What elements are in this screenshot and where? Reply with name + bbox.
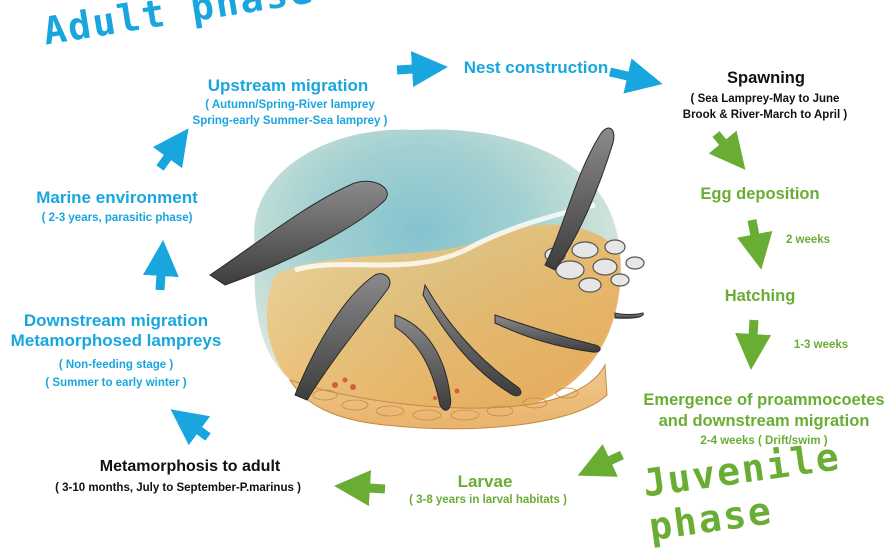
metamorphosis-detail: ( 3-10 months, July to September-P.marin…: [18, 480, 338, 497]
emergence-title-line-1: Emergence of proammocoetes: [633, 391, 895, 410]
egg-deposition-duration: 2 weeks: [778, 232, 838, 249]
spawning-detail-2: Brook & River-March to April ): [650, 107, 880, 124]
arrow-larvae-to-metamorphosis: [352, 487, 385, 489]
downstream-migration-title: Downstream migration: [6, 311, 226, 331]
spawning-title: Spawning: [686, 69, 846, 88]
marine-environment-title: Marine environment: [12, 188, 222, 208]
larvae-title: Larvae: [430, 472, 540, 492]
nest-construction-title: Nest construction: [456, 58, 616, 78]
upstream-migration-title: Upstream migration: [188, 76, 388, 96]
arrow-emergence-to-larvae: [594, 455, 622, 468]
arrow-upstream-to-nest: [397, 68, 430, 70]
arrow-spawning-to-egg: [716, 134, 734, 156]
arrow-egg-to-hatching: [752, 220, 758, 252]
larvae-detail: ( 3-8 years in larval habitats ): [388, 492, 588, 509]
arrow-marine-to-upstream: [160, 143, 178, 168]
arrow-downstream-to-marine: [160, 258, 162, 290]
egg-deposition-title: Egg deposition: [680, 185, 840, 204]
hatching-duration: 1-3 weeks: [786, 337, 856, 354]
upstream-migration-detail-2: Spring-early Summer-Sea lamprey ): [170, 113, 410, 130]
emergence-title-line-2: and downstream migration: [633, 412, 895, 431]
downstream-detail-1: ( Non-feeding stage ): [6, 357, 226, 374]
arrow-hatching-to-emergence: [752, 320, 754, 352]
arrow-metamorphosis-to-downstream: [185, 420, 208, 437]
marine-environment-detail: ( 2-3 years, parasitic phase): [12, 210, 222, 227]
downstream-detail-2: ( Summer to early winter ): [6, 375, 226, 392]
upstream-migration-detail-1: ( Autumn/Spring-River lamprey: [170, 97, 410, 114]
hatching-title: Hatching: [700, 287, 820, 306]
metamorphosis-title: Metamorphosis to adult: [60, 458, 320, 476]
emergence-detail: 2-4 weeks ( Drift/swim ): [633, 433, 895, 450]
spawning-detail-1: ( Sea Lamprey-May to June: [650, 91, 880, 108]
metamorphosed-lampreys-title: Metamorphosed lampreys: [6, 331, 226, 351]
